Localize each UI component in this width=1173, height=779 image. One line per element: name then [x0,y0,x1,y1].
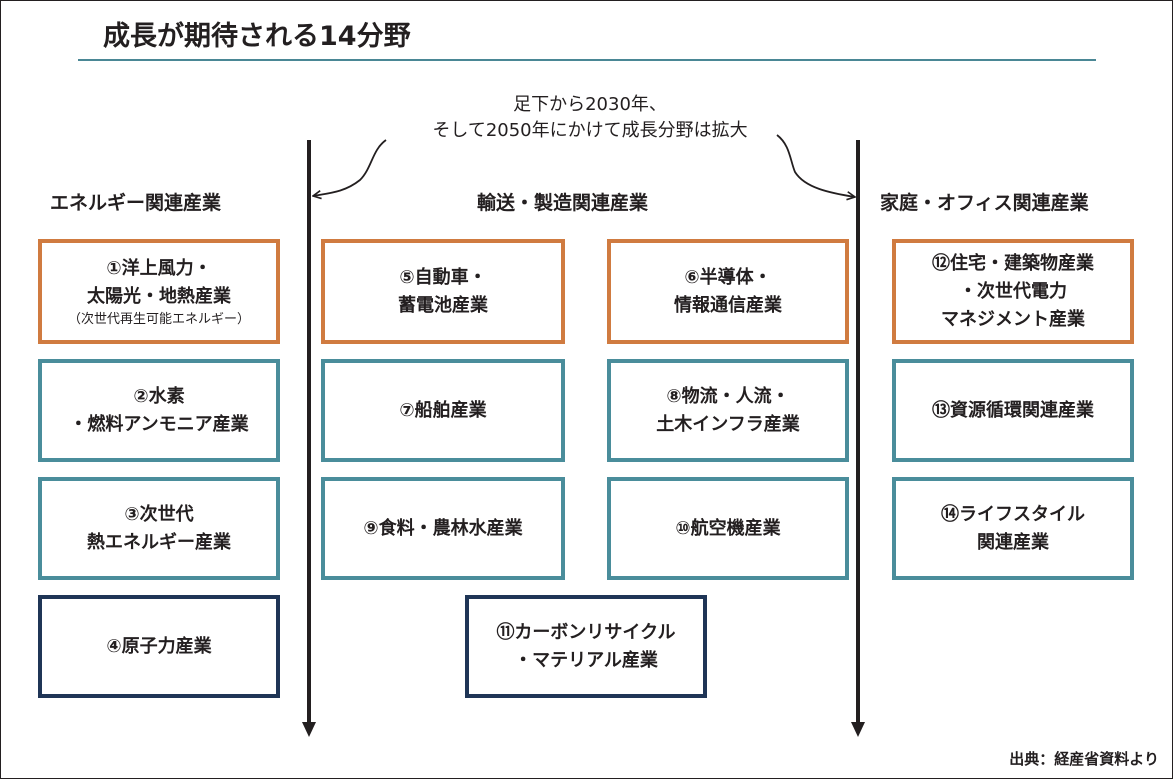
section-heading-home-office: 家庭・オフィス関連産業 [880,192,1089,214]
title-underline [78,59,1096,61]
field-box-5: ⑤自動車・ 蓄電池産業 [321,239,565,344]
field-5-line-2: 蓄電池産業 [398,294,488,316]
source-note: 出典：経産省資料より [1009,750,1159,768]
field-box-12: ⑫住宅・建築物産業 ・次世代電力 マネジメント産業 [892,239,1134,344]
field-box-13: ⑬資源循環関連産業 [892,359,1134,462]
field-9-line-1: ⑨食料・農林水産業 [363,517,523,539]
field-7-line-1: ⑦船舶産業 [399,399,487,421]
field-box-3: ③次世代 熱エネルギー産業 [38,477,280,580]
field-box-6: ⑥半導体・ 情報通信産業 [607,239,849,344]
field-4-line-1: ④原子力産業 [106,635,212,657]
field-8-line-2: 土木インフラ産業 [656,413,800,435]
field-3-line-1: ③次世代 [124,503,194,525]
field-11-line-2: ・マテリアル産業 [514,649,658,671]
lead-line-2: そして2050年にかけて成長分野は拡大 [432,120,748,141]
field-box-7: ⑦船舶産業 [321,359,565,462]
field-1-line-1: ①洋上風力・ [106,257,212,279]
field-6-line-1: ⑥半導体・ [684,266,772,288]
field-11-line-1: ⑪カーボンリサイクル [496,621,676,643]
field-box-14: ⑭ライフスタイル 関連産業 [892,477,1134,580]
field-12-line-2: ・次世代電力 [959,280,1067,302]
field-2-line-1: ②水素 [133,385,185,407]
field-6-line-2: 情報通信産業 [674,294,782,316]
field-8-line-1: ⑧物流・人流・ [666,385,790,407]
field-13-line-1: ⑬資源循環関連産業 [932,399,1094,421]
right-curved-arrow-icon [776,134,855,197]
field-14-line-2: 関連産業 [977,531,1049,553]
field-10-line-1: ⑩航空機産業 [675,517,781,539]
field-12-line-3: マネジメント産業 [941,308,1085,330]
lead-line-1: 足下から2030年、 [513,94,667,115]
field-box-10: ⑩航空機産業 [607,477,849,580]
field-box-8: ⑧物流・人流・ 土木インフラ産業 [607,359,849,462]
field-box-2: ②水素 ・燃料アンモニア産業 [38,359,280,462]
field-5-line-1: ⑤自動車・ [399,266,487,288]
field-12-line-1: ⑫住宅・建築物産業 [932,252,1094,274]
page-title: 成長が期待される14分野 [103,21,411,52]
left-curved-arrow-icon [313,139,387,196]
field-1-line-2: 太陽光・地熱産業 [87,285,231,307]
left-divider-arrowhead-icon [302,722,316,737]
field-14-line-1: ⑭ライフスタイル [941,503,1085,525]
field-box-1: ①洋上風力・ 太陽光・地熱産業 （次世代再生可能エネルギー） [38,239,280,344]
lead-text: 足下から2030年、 そして2050年にかけて成長分野は拡大 [380,92,800,144]
right-divider-arrowhead-icon [851,722,865,737]
field-box-11: ⑪カーボンリサイクル ・マテリアル産業 [465,595,707,698]
field-1-note: （次世代再生可能エネルギー） [67,311,250,327]
field-2-line-2: ・燃料アンモニア産業 [69,413,249,435]
field-box-9: ⑨食料・農林水産業 [321,477,565,580]
field-3-line-2: 熱エネルギー産業 [87,531,231,553]
section-heading-energy: エネルギー関連産業 [50,192,222,214]
section-heading-transport: 輸送・製造関連産業 [477,192,649,214]
field-box-4: ④原子力産業 [38,595,280,698]
